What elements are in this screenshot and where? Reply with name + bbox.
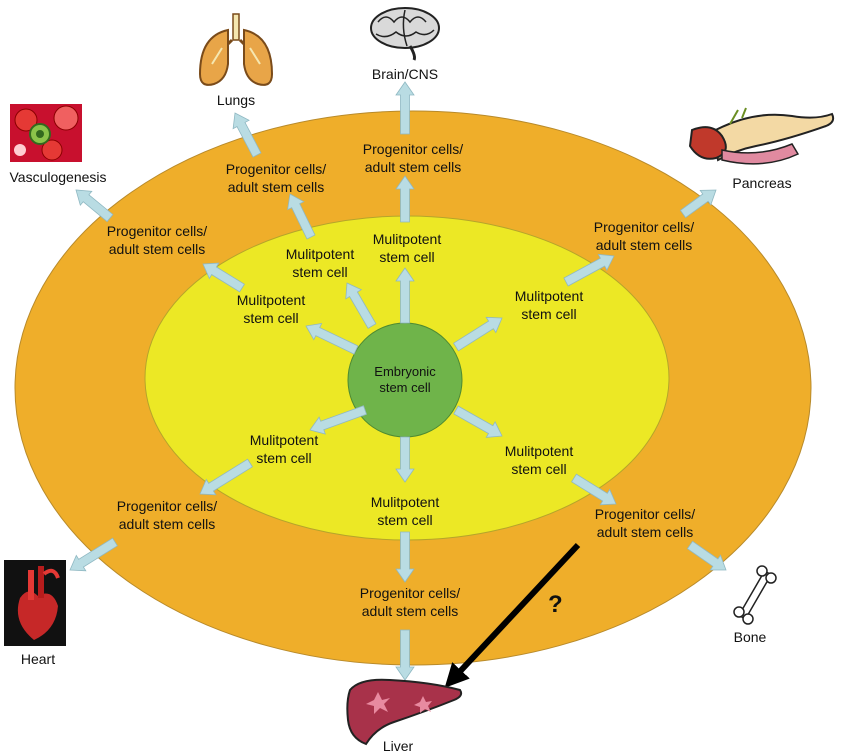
progenitor-label: adult stem cells — [365, 159, 461, 175]
organ-label-lungs: Lungs — [217, 92, 255, 108]
progenitor-label: adult stem cells — [596, 237, 692, 253]
progenitor-label: Progenitor cells/ — [595, 506, 695, 522]
liver-icon — [346, 678, 463, 746]
brain-icon — [370, 7, 440, 61]
differentiation-arrow — [453, 316, 503, 352]
organ-label-heart: Heart — [21, 651, 55, 667]
progenitor-label: adult stem cells — [362, 603, 458, 619]
organ-label-liver: Liver — [383, 738, 414, 754]
progenitor-label: Progenitor cells/ — [594, 219, 694, 235]
multipotent-label: stem cell — [521, 306, 576, 322]
differentiation-arrow — [571, 473, 617, 506]
progenitor-label: adult stem cells — [597, 524, 693, 540]
multipotent-label: Mulitpotent — [286, 246, 355, 262]
multipotent-label: stem cell — [379, 249, 434, 265]
progenitor-label: Progenitor cells/ — [117, 498, 217, 514]
multipotent-label: Mulitpotent — [237, 292, 306, 308]
multipotent-label: stem cell — [511, 461, 566, 477]
multipotent-label: stem cell — [292, 264, 347, 280]
differentiation-arrow — [69, 537, 118, 572]
heart-image — [4, 560, 66, 646]
differentiation-arrow — [395, 81, 415, 135]
differentiation-arrow — [287, 193, 316, 240]
center-label-line1: Embryonic — [374, 364, 436, 379]
multipotent-label: Mulitpotent — [515, 288, 584, 304]
differentiation-arrow — [395, 267, 415, 324]
progenitor-label: adult stem cells — [119, 516, 215, 532]
organ-label-vasculogenesis: Vasculogenesis — [9, 169, 106, 185]
multipotent-label: Mulitpotent — [371, 494, 440, 510]
multipotent-label: stem cell — [243, 310, 298, 326]
question-arrow — [444, 542, 581, 688]
differentiation-arrow — [395, 436, 415, 483]
progenitor-label: adult stem cells — [228, 179, 324, 195]
organ-label-pancreas: Pancreas — [732, 175, 791, 191]
differentiation-arrow — [232, 112, 262, 158]
differentiation-arrow — [305, 322, 359, 355]
differentiation-arrow — [563, 253, 615, 287]
progenitor-label: Progenitor cells/ — [360, 585, 460, 601]
differentiation-arrow — [453, 405, 503, 438]
multipotent-label: Mulitpotent — [250, 432, 319, 448]
center-label-line2: stem cell — [379, 380, 430, 395]
differentiation-arrow — [679, 189, 717, 219]
pancreas-icon — [688, 107, 835, 165]
differentiation-arrow — [395, 531, 415, 583]
multipotent-label: stem cell — [377, 512, 432, 528]
multipotent-label: Mulitpotent — [505, 443, 574, 459]
vasculogenesis-image — [10, 104, 82, 162]
organ-label-bone: Bone — [734, 629, 767, 645]
differentiation-arrow — [395, 175, 415, 223]
differentiation-arrow — [686, 540, 727, 571]
differentiation-arrow — [199, 458, 253, 496]
progenitor-label: Progenitor cells/ — [226, 161, 326, 177]
differentiation-arrow — [345, 282, 377, 329]
multipotent-label: Mulitpotent — [373, 231, 442, 247]
progenitor-label: adult stem cells — [109, 241, 205, 257]
differentiation-arrow — [309, 405, 368, 435]
differentiation-arrow — [75, 189, 114, 223]
progenitor-label: Progenitor cells/ — [363, 141, 463, 157]
differentiation-arrow — [202, 262, 245, 293]
question-mark: ? — [548, 591, 563, 618]
differentiation-arrow — [395, 629, 415, 681]
bone-icon — [733, 565, 777, 625]
lungs-icon — [198, 13, 274, 86]
multipotent-label: stem cell — [256, 450, 311, 466]
organ-label-brain: Brain/CNS — [372, 66, 438, 82]
arrow-group — [69, 81, 727, 681]
progenitor-label: Progenitor cells/ — [107, 223, 207, 239]
